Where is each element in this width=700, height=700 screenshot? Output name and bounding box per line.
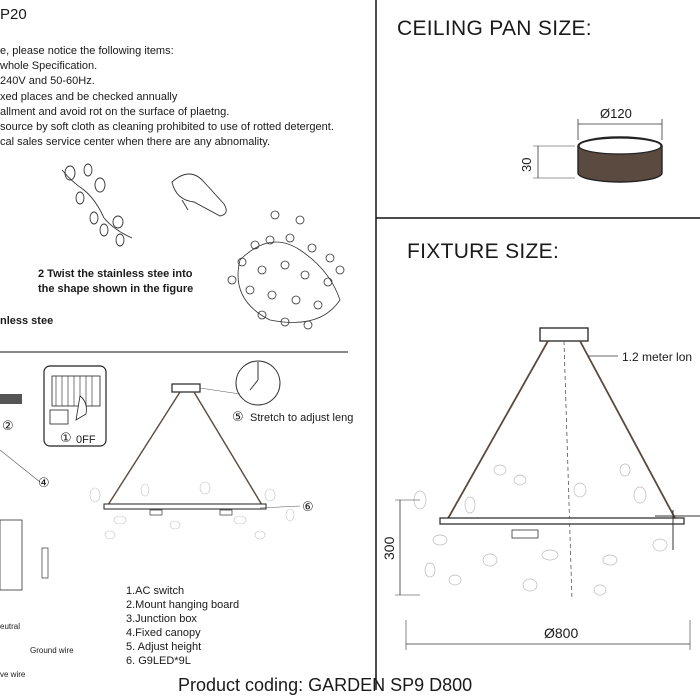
parts-list-item: 1.AC switch (126, 585, 185, 597)
ceiling-pan-height: 30 (519, 157, 534, 172)
parts-list-item: 4.Fixed canopy (126, 627, 201, 639)
notice-line: source by soft cloth as cleaning prohibi… (0, 121, 334, 133)
callout-5: ⑤ (232, 409, 244, 424)
switch-box-drawing (0, 365, 107, 591)
product-coding: Product coding: GARDEN SP9 D800 (178, 675, 473, 695)
fixture-height: 300 (381, 536, 397, 560)
callout-1: ① (60, 430, 72, 445)
callout-4: ④ (38, 475, 50, 490)
notice-line: xed places and be checked annually (0, 91, 178, 103)
assembly-drawings (61, 163, 227, 247)
cable-length-label: 1.2 meter lon (622, 350, 693, 364)
parts-list-item: 3.Junction box (126, 613, 197, 625)
model-code: P20 (0, 6, 27, 23)
ground-label: Ground wire (30, 646, 74, 655)
fixture-drawing-right (395, 327, 700, 650)
fixture-drawing-left (89, 360, 301, 540)
fixture-diameter: Ø800 (544, 625, 579, 641)
ceiling-pan-title: CEILING PAN SIZE: (397, 17, 592, 40)
assembly-step1-fragment: nless stee (0, 315, 54, 327)
assembly-step2-line1: 2 Twist the stainless stee into (38, 268, 193, 280)
notice-line: 240V and 50-60Hz. (0, 75, 95, 87)
callout-2: ② (2, 418, 14, 433)
parts-list-item: 5. Adjust height (126, 641, 202, 653)
notice-line: whole Specification. (0, 60, 98, 72)
fixture-title: FIXTURE SIZE: (407, 240, 560, 263)
notice-line: e, please notice the following items: (0, 45, 174, 57)
notice-line: allment and avoid rot on the surface of … (0, 106, 230, 118)
callout-6: ⑥ (302, 499, 314, 514)
stretch-label: Stretch to adjust leng (250, 412, 354, 424)
notice-line: cal sales service center when there are … (0, 136, 271, 148)
petal-cluster (227, 210, 345, 330)
ceiling-pan-drawing (533, 119, 663, 183)
parts-list-item: 6. G9LED*9L (126, 655, 191, 667)
assembly-step2-line2: the shape shown in the figure (38, 283, 194, 295)
ceiling-pan-diameter: Ø120 (600, 106, 632, 121)
switch-off-label: 0FF (76, 434, 96, 446)
parts-list-item: 2.Mount hanging board (126, 599, 240, 611)
neutral-label: eutral (0, 622, 21, 631)
live-label: ve wire (0, 670, 26, 679)
